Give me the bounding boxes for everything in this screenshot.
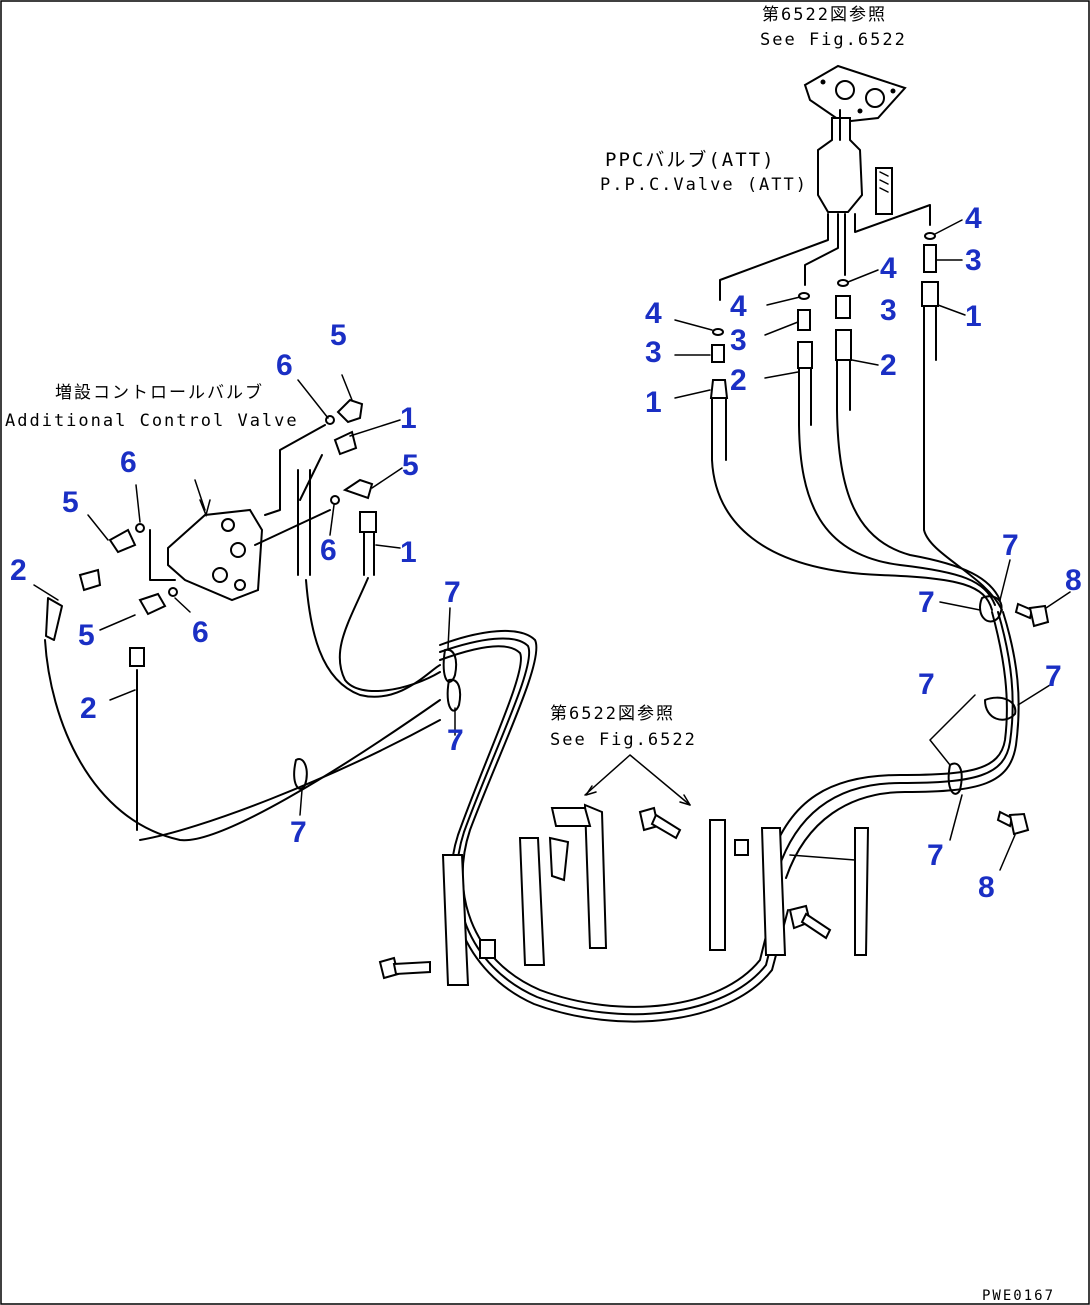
ppc-valve-body — [817, 109, 893, 215]
drawing-code: PWE0167 — [982, 1288, 1055, 1304]
control-valve-en: Additional Control Valve — [5, 411, 299, 431]
leader-line — [804, 213, 839, 286]
ref-bottom-jp: 第6522図参照 — [550, 704, 675, 724]
callout-number: 1 — [400, 402, 417, 435]
brackets-bottom — [441, 803, 870, 986]
left-hoses — [44, 454, 441, 842]
callout-number: 5 — [78, 619, 95, 652]
callout-number: 7 — [1002, 529, 1019, 562]
ref-bottom-en: See Fig.6522 — [550, 730, 697, 750]
leader-line — [264, 424, 326, 516]
leader-line — [719, 213, 829, 301]
callout-number: 3 — [880, 294, 897, 327]
callout-number: 7 — [918, 668, 935, 701]
leader-line — [854, 204, 931, 233]
callout-number: 7 — [444, 576, 461, 609]
leader-line — [149, 529, 176, 581]
callout-number: 3 — [730, 324, 747, 357]
additional-control-valve — [167, 479, 264, 602]
callout-number: 6 — [120, 446, 137, 479]
callout-number: 5 — [330, 319, 347, 352]
callout-number: 2 — [80, 692, 97, 725]
callout-number: 1 — [400, 536, 417, 569]
callout-number: 2 — [10, 554, 27, 587]
bolts-bottom — [378, 806, 832, 980]
callout-number: 7 — [447, 724, 464, 757]
gasket-plate — [803, 64, 907, 124]
bolts-right — [996, 602, 1050, 836]
callout-number: 1 — [645, 386, 662, 419]
ref-top-en: See Fig.6522 — [760, 30, 907, 50]
callout-number: 6 — [320, 534, 337, 567]
clamps-right — [947, 595, 1017, 841]
callout-number: 4 — [880, 252, 897, 285]
callout-number: 2 — [730, 364, 747, 397]
callout-numbers: 4 3 1 4 3 2 4 3 2 4 3 1 6 5 1 5 6 1 6 5 … — [10, 202, 1082, 904]
control-valve-jp: 増設コントロールバルブ — [55, 382, 264, 403]
ref-arrowheads — [585, 785, 691, 806]
callout-number: 5 — [402, 449, 419, 482]
clamps-left — [293, 648, 462, 790]
bottom-hose-bundle — [439, 630, 789, 1023]
callout-number: 3 — [965, 244, 982, 277]
callout-number: 5 — [62, 486, 79, 519]
callout-number: 2 — [880, 349, 897, 382]
ppc-valve-en: P.P.C.Valve (ATT) — [600, 175, 808, 195]
callout-number: 3 — [645, 336, 662, 369]
leader-line — [254, 509, 331, 546]
left-fittings — [78, 398, 377, 667]
ref-arrows — [584, 754, 691, 806]
callout-number: 4 — [645, 297, 662, 330]
callout-number: 8 — [1065, 564, 1082, 597]
leader-line — [789, 854, 856, 861]
callout-number: 6 — [276, 349, 293, 382]
callout-number: 7 — [918, 586, 935, 619]
callout-number: 8 — [978, 871, 995, 904]
ppc-valve-jp: PPCバルブ(ATT) — [605, 148, 776, 171]
callout-number: 7 — [927, 839, 944, 872]
leader-line — [929, 694, 976, 766]
callout-number: 6 — [192, 616, 209, 649]
callout-number: 1 — [965, 300, 982, 333]
callout-number: 7 — [290, 816, 307, 849]
callout-number: 4 — [730, 290, 747, 323]
ref-top-jp: 第6522図参照 — [762, 5, 887, 25]
right-fittings — [709, 232, 939, 461]
callout-number: 7 — [1045, 660, 1062, 693]
right-hose-bundle — [711, 359, 1020, 879]
callout-leaders — [33, 219, 1071, 871]
callout-number: 4 — [965, 202, 982, 235]
